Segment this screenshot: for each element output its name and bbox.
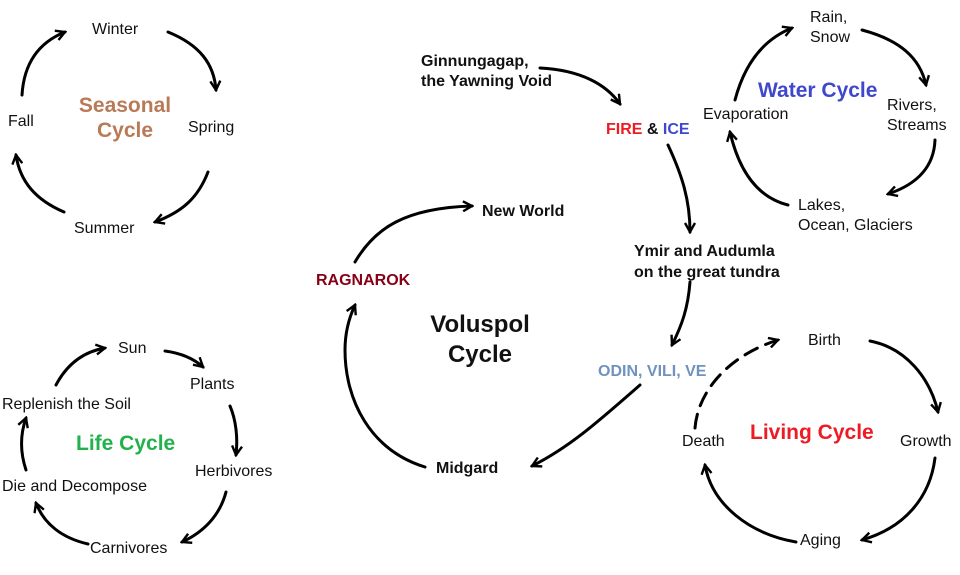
life-replenish-the-soil: Replenish the Soil bbox=[2, 396, 131, 413]
arrow-fall-winter bbox=[20, 32, 65, 97]
seasonal-title-line1: Seasonal bbox=[78, 94, 172, 117]
ice-label: ICE bbox=[662, 121, 690, 138]
ginnungagap-line2: the Yawning Void bbox=[421, 73, 552, 90]
living-cycle-title: Living Cycle bbox=[750, 421, 874, 444]
arrow-odin-midgard bbox=[532, 383, 642, 466]
voluspol-ragnarok: RAGNAROK bbox=[316, 272, 411, 289]
voluspol-cycle-title: Voluspol Cycle bbox=[420, 310, 540, 370]
rivers-line1: Rivers, bbox=[887, 97, 937, 114]
life-die-and-decompose: Die and Decompose bbox=[2, 478, 147, 495]
arrow-aging-death bbox=[705, 465, 798, 544]
arrow-lakes-evaporation bbox=[730, 132, 790, 207]
lakes-line2: Ocean, Glaciers bbox=[798, 217, 913, 234]
arrow-carnivores-decompose bbox=[36, 503, 90, 546]
fire-label: FIRE bbox=[606, 121, 643, 138]
voluspol-odin-vili-ve: ODIN, VILI, VE bbox=[598, 363, 707, 380]
ymir-line2: on the great tundra bbox=[634, 264, 780, 281]
arrow-rivers-lakes bbox=[888, 138, 937, 194]
voluspol-fire-and-ice: FIRE & ICE bbox=[606, 120, 690, 139]
arrow-herbivores-carnivores bbox=[182, 490, 228, 542]
water-lakes-ocean-glaciers: Lakes, Ocean, Glaciers bbox=[798, 196, 913, 236]
living-aging: Aging bbox=[800, 532, 841, 549]
lakes-line1: Lakes, bbox=[798, 197, 846, 214]
arrow-summer-fall bbox=[16, 155, 66, 214]
living-growth: Growth bbox=[900, 433, 952, 450]
ginnungagap-line1: Ginnungagap, bbox=[421, 53, 529, 70]
life-sun: Sun bbox=[118, 340, 147, 357]
living-death: Death bbox=[682, 433, 725, 450]
arrow-decompose-replenish bbox=[22, 418, 27, 472]
water-evaporation: Evaporation bbox=[703, 106, 789, 123]
voluspol-new-world: New World bbox=[482, 203, 565, 220]
arrow-spring-summer bbox=[155, 170, 210, 222]
arrow-rain-rivers bbox=[860, 28, 926, 85]
rain-line1: Rain, bbox=[810, 9, 848, 26]
arrow-death-birth bbox=[693, 340, 778, 430]
life-plants: Plants bbox=[190, 376, 235, 393]
life-carnivores: Carnivores bbox=[90, 540, 168, 557]
voluspol-title-line1: Voluspol bbox=[430, 311, 530, 338]
arrow-plants-herbivores bbox=[228, 404, 237, 455]
arrow-midgard-ragnarok bbox=[343, 305, 427, 469]
water-rivers-streams: Rivers, Streams bbox=[887, 96, 947, 136]
voluspol-title-line2: Cycle bbox=[447, 341, 513, 368]
rivers-line2: Streams bbox=[887, 117, 947, 134]
seasonal-title-line2: Cycle bbox=[96, 119, 154, 142]
arrow-evaporation-rain bbox=[733, 28, 792, 102]
seasonal-winter: Winter bbox=[92, 21, 139, 38]
water-rain-snow: Rain, Snow bbox=[810, 8, 850, 48]
ymir-line1: Ymir and Audumla bbox=[634, 243, 775, 260]
arrow-ragnarok-newworld bbox=[353, 206, 472, 264]
life-herbivores: Herbivores bbox=[195, 463, 273, 480]
ampersand-label: & bbox=[646, 121, 659, 138]
arrow-ymir-odin bbox=[672, 280, 692, 345]
arrow-replenish-sun bbox=[54, 348, 105, 387]
arrow-winter-spring bbox=[166, 30, 216, 90]
voluspol-ymir: Ymir and Audumla on the great tundra bbox=[634, 241, 780, 283]
life-cycle-title: Life Cycle bbox=[76, 432, 176, 455]
arrow-birth-growth bbox=[868, 339, 938, 412]
arrow-growth-aging bbox=[862, 456, 937, 540]
seasonal-cycle-title: Seasonal Cycle bbox=[70, 93, 180, 143]
voluspol-midgard: Midgard bbox=[436, 460, 499, 477]
seasonal-summer: Summer bbox=[74, 220, 135, 237]
arrow-void-fireice bbox=[538, 66, 622, 104]
arrow-fireice-ymir bbox=[666, 143, 690, 232]
living-birth: Birth bbox=[808, 332, 841, 349]
arrow-sun-plants bbox=[163, 349, 203, 367]
voluspol-ginnungagap: Ginnungagap, the Yawning Void bbox=[421, 52, 552, 92]
water-cycle-title: Water Cycle bbox=[758, 79, 878, 102]
rain-line2: Snow bbox=[810, 29, 851, 46]
seasonal-spring: Spring bbox=[188, 119, 235, 136]
seasonal-fall: Fall bbox=[8, 113, 34, 130]
